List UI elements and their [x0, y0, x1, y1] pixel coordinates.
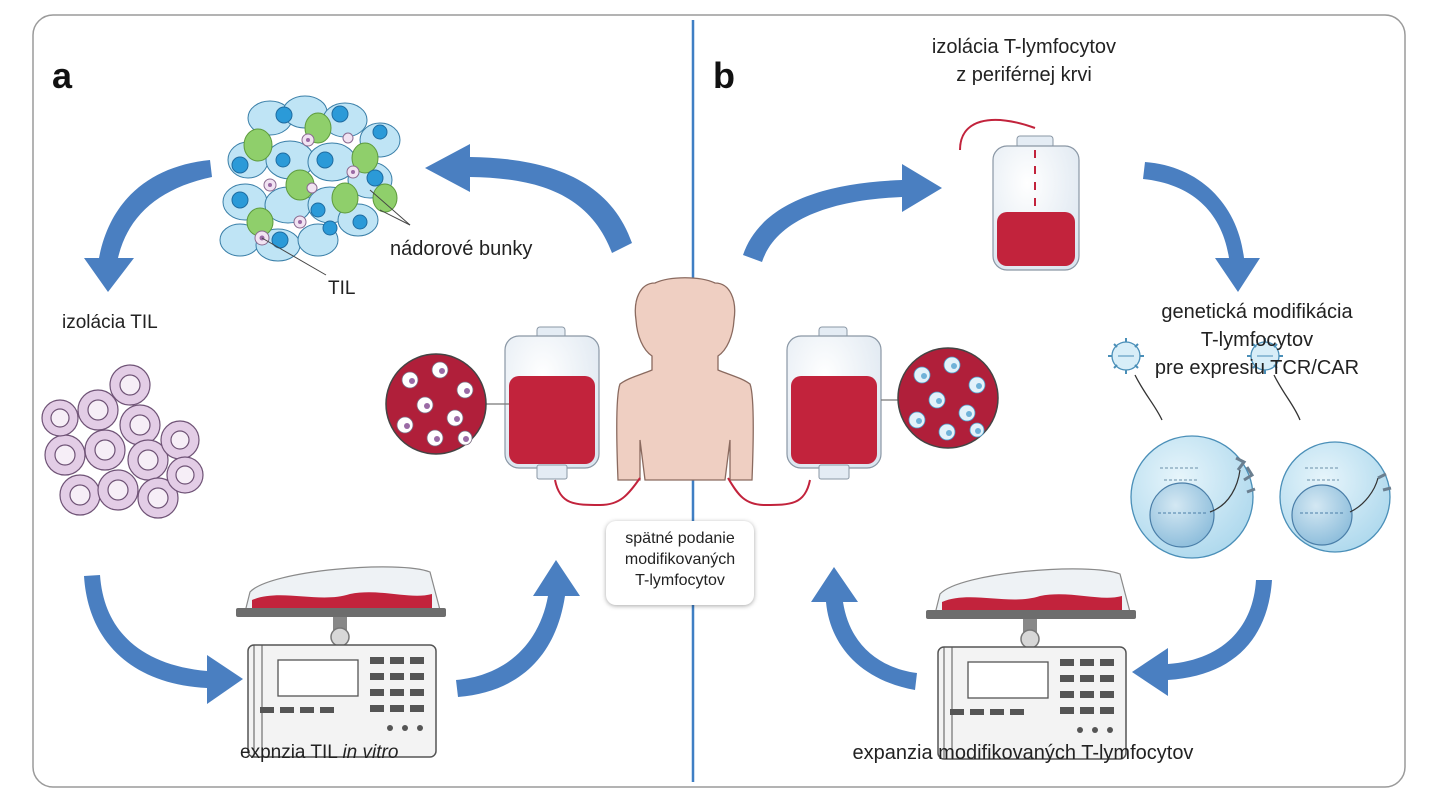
incubator-icon [926, 568, 1136, 760]
arrow-patient-to-tumor [425, 144, 632, 253]
reinfusion-line3: T-lymfocytov [635, 572, 725, 589]
genetic-modification-label: genetická modifikácia T-lymfocytov pre e… [1142, 298, 1372, 382]
arrow-tumor-to-isolation [84, 160, 212, 292]
t-cell-icon [1130, 435, 1256, 559]
arrow-patient-to-bag [743, 164, 942, 262]
tumor-cells-label: nádorové bunky [390, 238, 533, 260]
modified-expansion-label: expanzia modifikovaných T-lymfocytov [852, 742, 1194, 764]
til-isolation-label: izolácia TIL [62, 312, 158, 333]
genetic-line1: genetická modifikácia [1161, 301, 1353, 323]
arrow-incubator-to-patient [456, 560, 580, 697]
til-cluster-icon [41, 364, 204, 519]
panel-a-label: a [52, 55, 73, 96]
til-expansion-italic: in vitro [342, 742, 399, 763]
genetic-line2: T-lymfocytov [1200, 329, 1314, 351]
human-silhouette-icon [616, 277, 754, 481]
virus-entry-arrow [1273, 374, 1301, 421]
reinfusion-box: spätné podanie modifikovaných T-lymfocyt… [606, 521, 754, 605]
infusion-line-left [554, 477, 641, 507]
reinfusion-line2: modifikovaných [624, 551, 736, 568]
genetic-line3: pre expresiu TCR/CAR [1154, 357, 1360, 379]
blood-bag-icon [786, 326, 882, 480]
blood-isolation-line2: z periférnej krvi [956, 64, 1092, 86]
panel-b-label: b [713, 55, 735, 96]
blood-bag-icon [959, 118, 1080, 271]
arrow-til-to-incubator [84, 575, 243, 704]
arrow-bag-to-genetic [1143, 162, 1260, 292]
til-label: TIL [328, 278, 356, 299]
reinfusion-line1: spätné podanie [625, 530, 735, 547]
virus-entry-arrow [1134, 374, 1163, 421]
zoom-circle-icon [385, 353, 487, 455]
infusion-line-right [727, 477, 811, 507]
virus-icon [1108, 338, 1144, 374]
virus-icon [1247, 338, 1283, 374]
blood-isolation-label: izolácia T-lymfocytov z periférnej krvi [898, 33, 1150, 89]
zoom-circle-icon [897, 347, 999, 449]
t-cell-icon [1279, 441, 1392, 553]
tumor-cluster-icon [219, 95, 411, 276]
til-expansion-label: expnzia TIL in vitro [240, 740, 398, 766]
arrow-incubator-to-patient-b [811, 567, 917, 690]
arrow-cells-to-incubator [1132, 580, 1272, 696]
til-expansion-text: expnzia TIL [240, 742, 338, 763]
blood-bag-icon [504, 326, 600, 480]
flow-arrows [84, 144, 1272, 704]
blood-isolation-line1: izolácia T-lymfocytov [931, 36, 1117, 58]
incubator-icon [236, 566, 446, 758]
